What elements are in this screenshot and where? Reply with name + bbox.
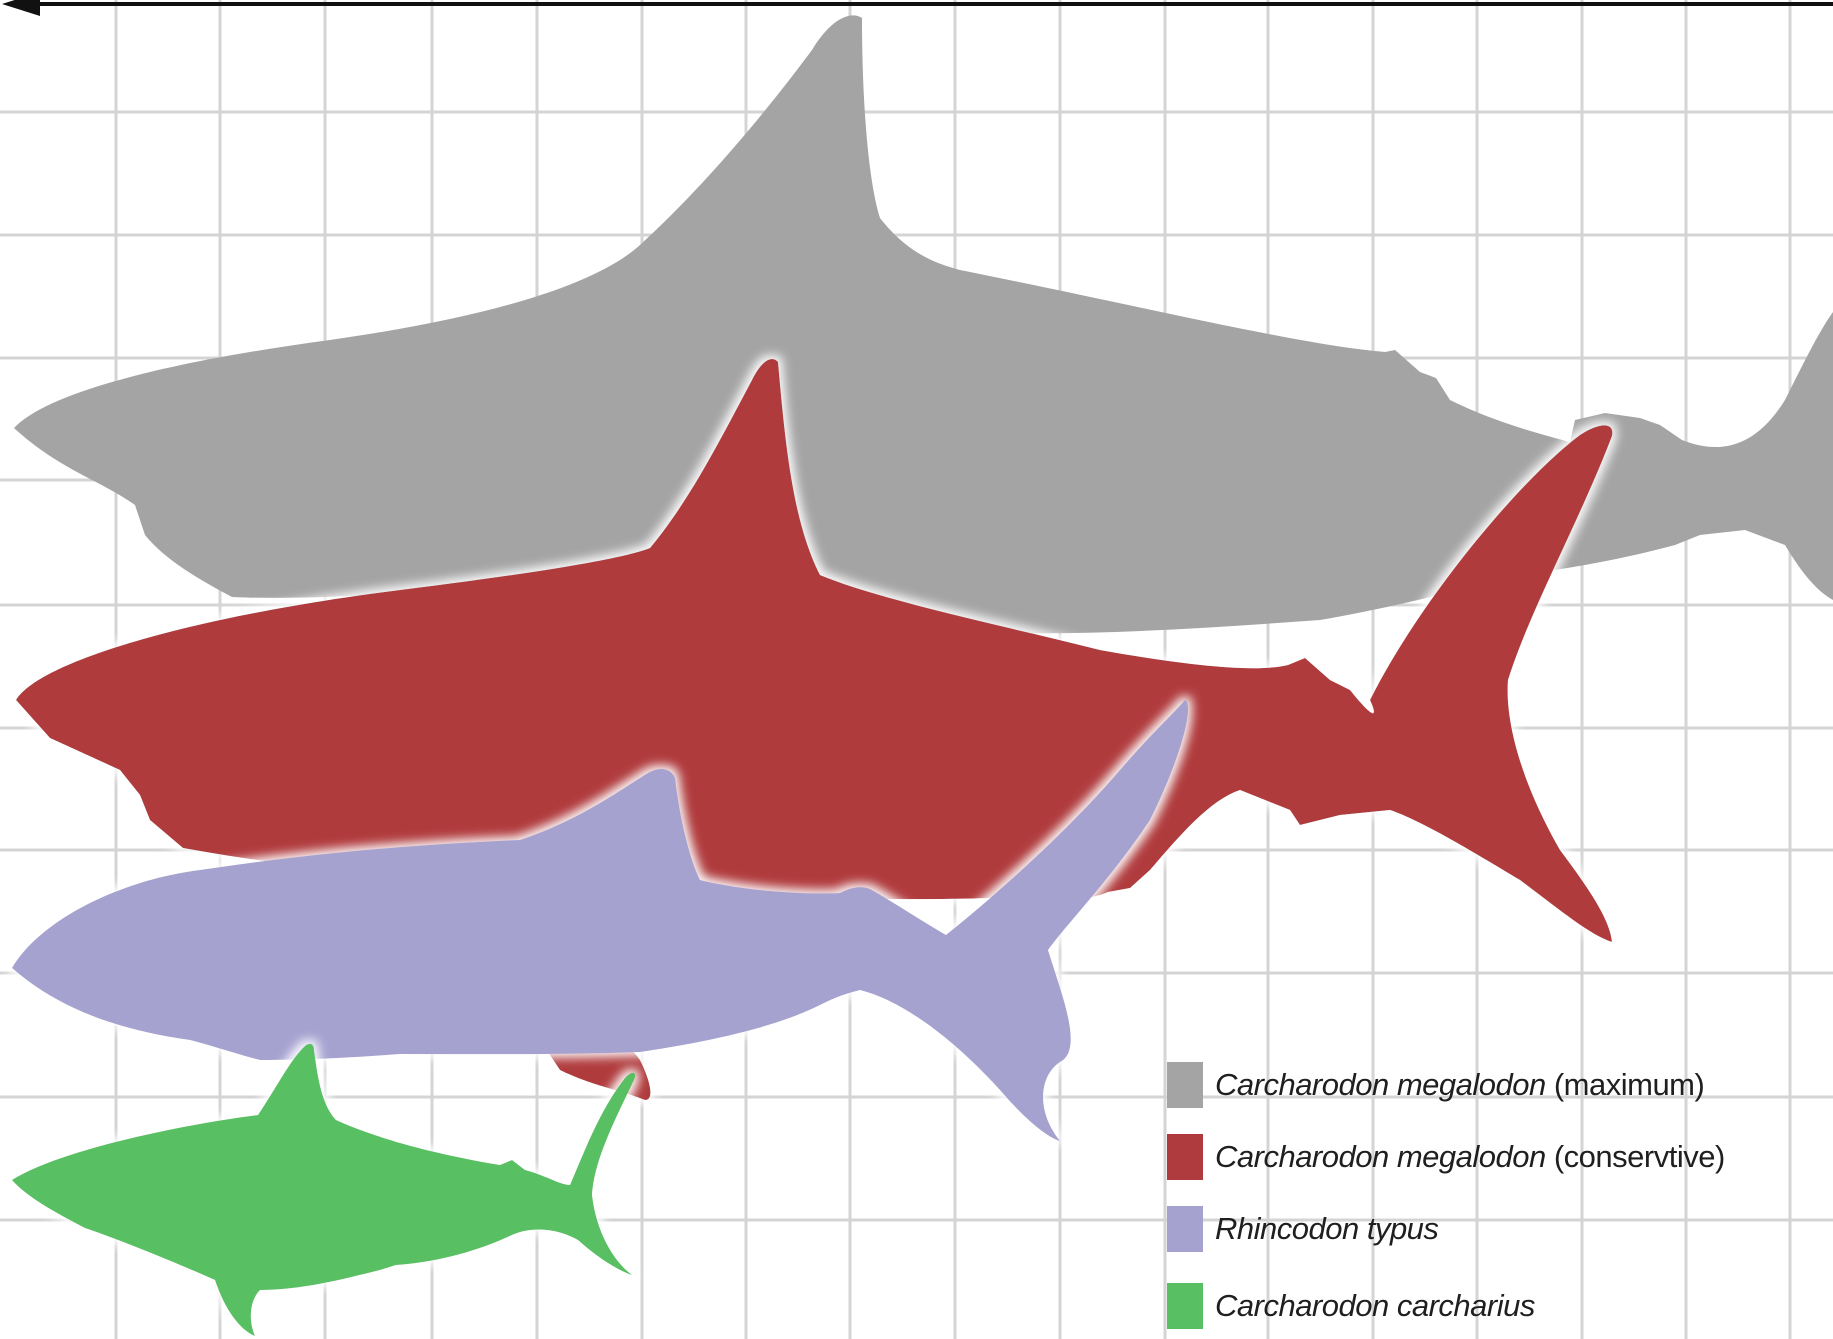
legend-species-name: Rhincodon typus: [1215, 1211, 1438, 1246]
legend-item-rhincodon-typus: Rhincodon typus: [1167, 1206, 1438, 1252]
legend-item-megalodon-conservative: Carcharodon megalodon (conservtive): [1167, 1134, 1725, 1180]
legend-item-megalodon-maximum: Carcharodon megalodon (maximum): [1167, 1062, 1704, 1108]
legend-swatch-green: [1167, 1283, 1203, 1329]
legend-swatch-lavender: [1167, 1206, 1203, 1252]
legend-species-name: Carcharodon carcharius: [1215, 1288, 1535, 1323]
legend-swatch-red: [1167, 1134, 1203, 1180]
legend-qualifier: (maximum): [1546, 1067, 1705, 1102]
legend-species-name: Carcharodon megalodon: [1215, 1067, 1546, 1102]
scale-arrow: [2, 0, 1833, 16]
legend-item-carcharodon-carcharius: Carcharodon carcharius: [1167, 1283, 1535, 1329]
legend-qualifier: (conservtive): [1546, 1139, 1725, 1174]
legend-swatch-grey: [1167, 1062, 1203, 1108]
legend-species-name: Carcharodon megalodon: [1215, 1139, 1546, 1174]
